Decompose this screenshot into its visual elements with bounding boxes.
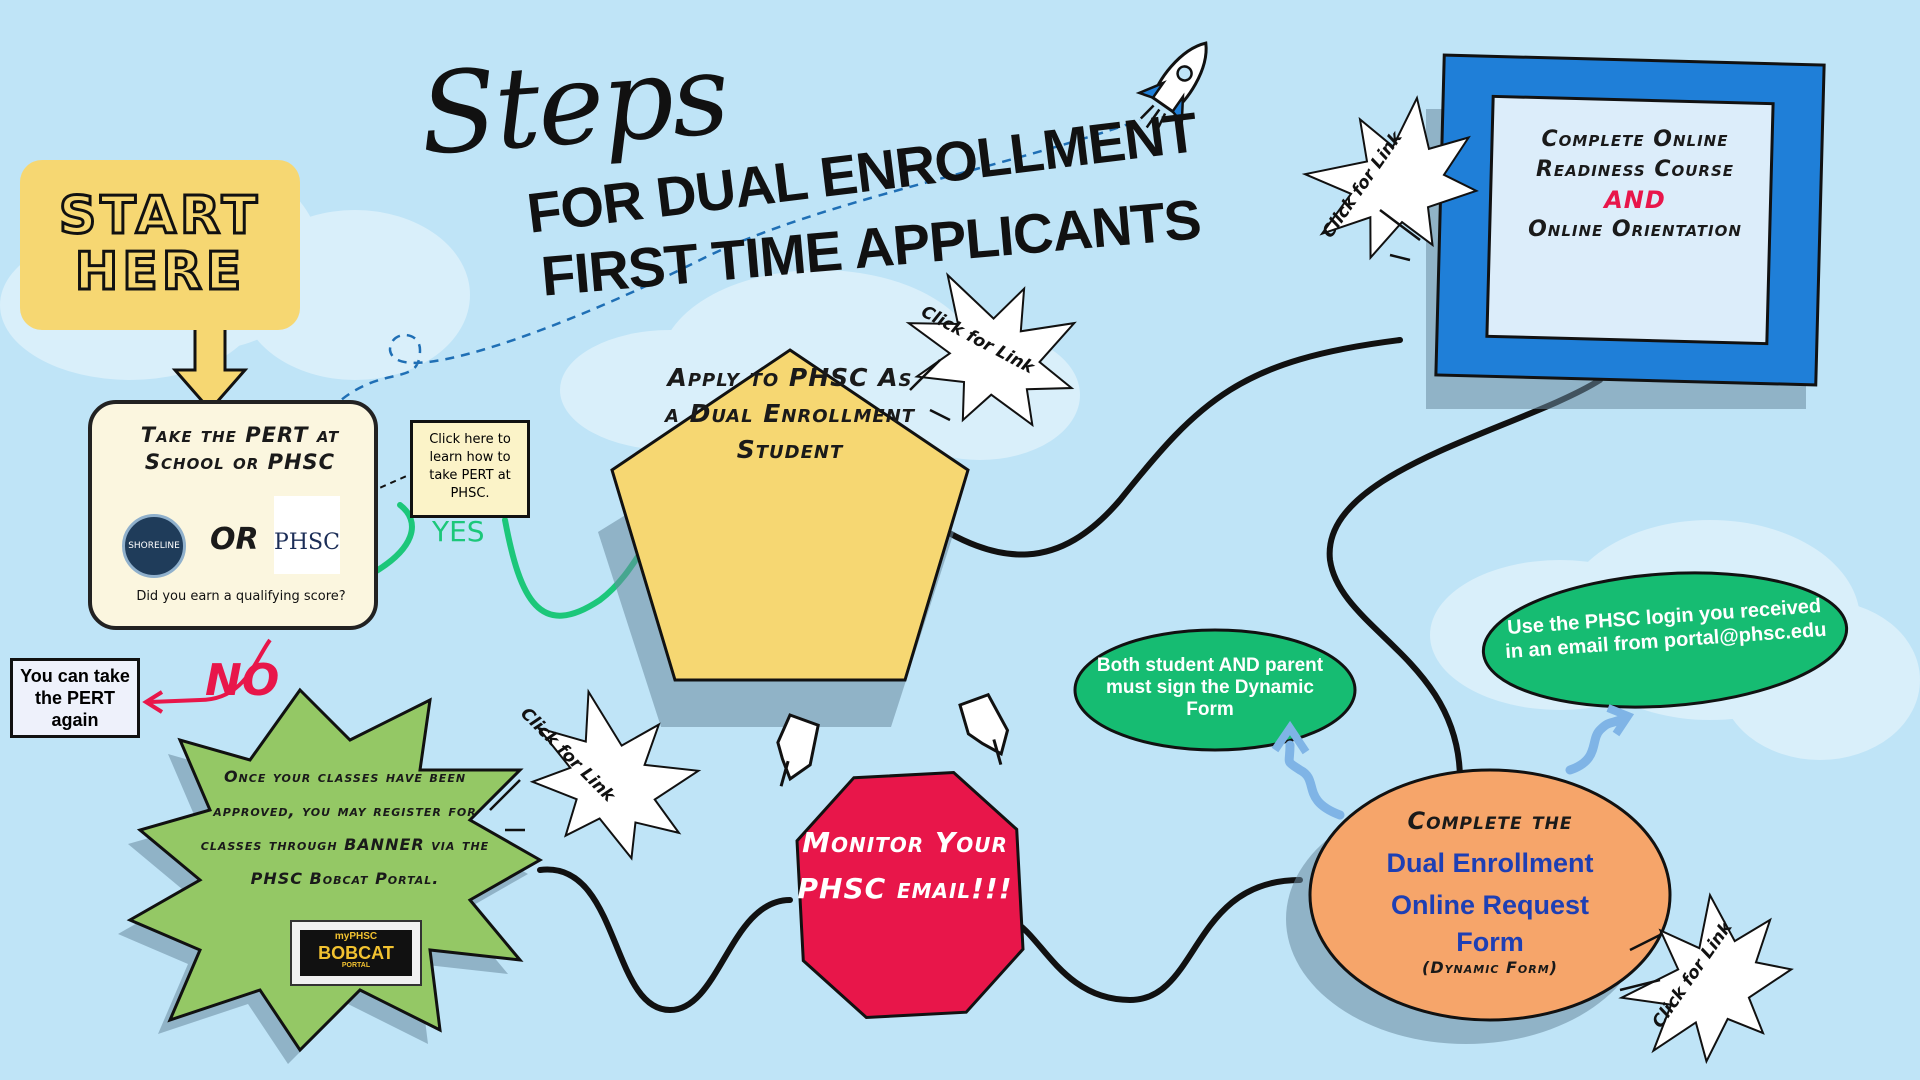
request-line-2: Online Request <box>1390 890 1590 920</box>
register-star <box>126 687 544 1053</box>
shoreline-logo-text: SHORELINE <box>128 541 180 551</box>
apply-pentagon <box>610 348 970 682</box>
start-here-badge: START HERE <box>20 160 300 330</box>
link-burst <box>1618 892 1794 1065</box>
monitor-octagon <box>795 771 1025 1019</box>
link-burst <box>1301 95 1479 261</box>
register-step-text: Once your classes have been approved, yo… <box>200 767 490 888</box>
request-subtitle: (Dynamic Form) <box>1422 958 1558 977</box>
course-line-2: Online Orientation <box>1528 217 1742 242</box>
course-panel <box>1485 94 1775 346</box>
bobcat-portal-logo[interactable]: myPHSC BOBCAT PORTAL <box>290 920 422 986</box>
curvy-arrow-left <box>1284 740 1345 820</box>
course-line-1: Complete Online Readiness Course <box>1535 127 1735 182</box>
link-burst <box>905 272 1077 428</box>
request-line-1: Dual Enrollment <box>1386 848 1594 878</box>
sign-note: Both student AND parent must sign the Dy… <box>1096 655 1324 720</box>
link-pointer <box>489 209 1661 992</box>
pert-title: Take the PERT at School or PHSC <box>140 423 340 474</box>
or-label: OR <box>210 522 259 557</box>
pert-step: Take the PERT at School or PHSC SHORELIN… <box>88 400 378 630</box>
retake-pert-note: You can take the PERT again <box>10 658 140 738</box>
bobcat-badge-name: BOBCAT <box>318 943 394 963</box>
bobcat-badge-portal: PORTAL <box>341 962 371 969</box>
yes-label: YES <box>432 515 485 548</box>
no-arrow <box>149 638 272 704</box>
request-step[interactable]: Complete the Dual Enrollment Online Requ… <box>1340 800 1640 978</box>
course-step[interactable]: Complete Online Readiness Course AND Onl… <box>1510 125 1760 245</box>
connector-monitor-to-register <box>537 866 793 1014</box>
bobcat-portal-logo-inner: myPHSC BOBCAT PORTAL <box>300 930 412 976</box>
pointing-hand-icon <box>958 692 1010 766</box>
connector-request-to-monitor <box>1007 877 1303 1004</box>
steps-title: Steps <box>415 29 732 181</box>
pert-question: Did you earn a qualifying score? <box>136 589 346 604</box>
bobcat-badge-my: myPHSC <box>334 931 378 942</box>
request-heading: Complete the <box>1407 807 1573 835</box>
rocket-icon <box>1135 41 1208 131</box>
no-arrow-head-icon <box>142 690 164 714</box>
login-bubble <box>1481 571 1849 709</box>
rocket-trail <box>329 118 1141 411</box>
pert-info-link[interactable]: Click here to learn how to take PERT at … <box>410 420 530 518</box>
start-line-1: START <box>57 186 262 246</box>
apply-step-text[interactable]: Apply to PHSC As a Dual Enrollment Stude… <box>664 363 916 464</box>
curvy-arrow-left-head-icon <box>1271 720 1310 755</box>
sign-bubble <box>1073 628 1357 752</box>
course-and: AND <box>1604 186 1666 214</box>
phsc-logo-text: PHSC <box>274 530 340 555</box>
pointing-hand-icon <box>776 713 820 787</box>
request-line-3: Form <box>1456 927 1524 957</box>
connector-apply-to-course <box>917 337 1403 558</box>
start-line-2: HERE <box>73 242 246 302</box>
curvy-arrow-right-head-icon <box>1606 704 1635 737</box>
no-label: NO <box>205 655 280 706</box>
link-burst <box>529 688 702 861</box>
phsc-logo: PHSC <box>274 496 340 574</box>
connector-course-to-request <box>1326 377 1603 783</box>
curvy-arrow-right <box>1565 713 1630 775</box>
shoreline-logo: SHORELINE <box>122 514 186 578</box>
request-oval <box>1308 768 1672 1022</box>
down-arrow-icon <box>171 318 249 413</box>
monitor-step-text: Monitor Your PHSC email!!! <box>797 826 1013 905</box>
